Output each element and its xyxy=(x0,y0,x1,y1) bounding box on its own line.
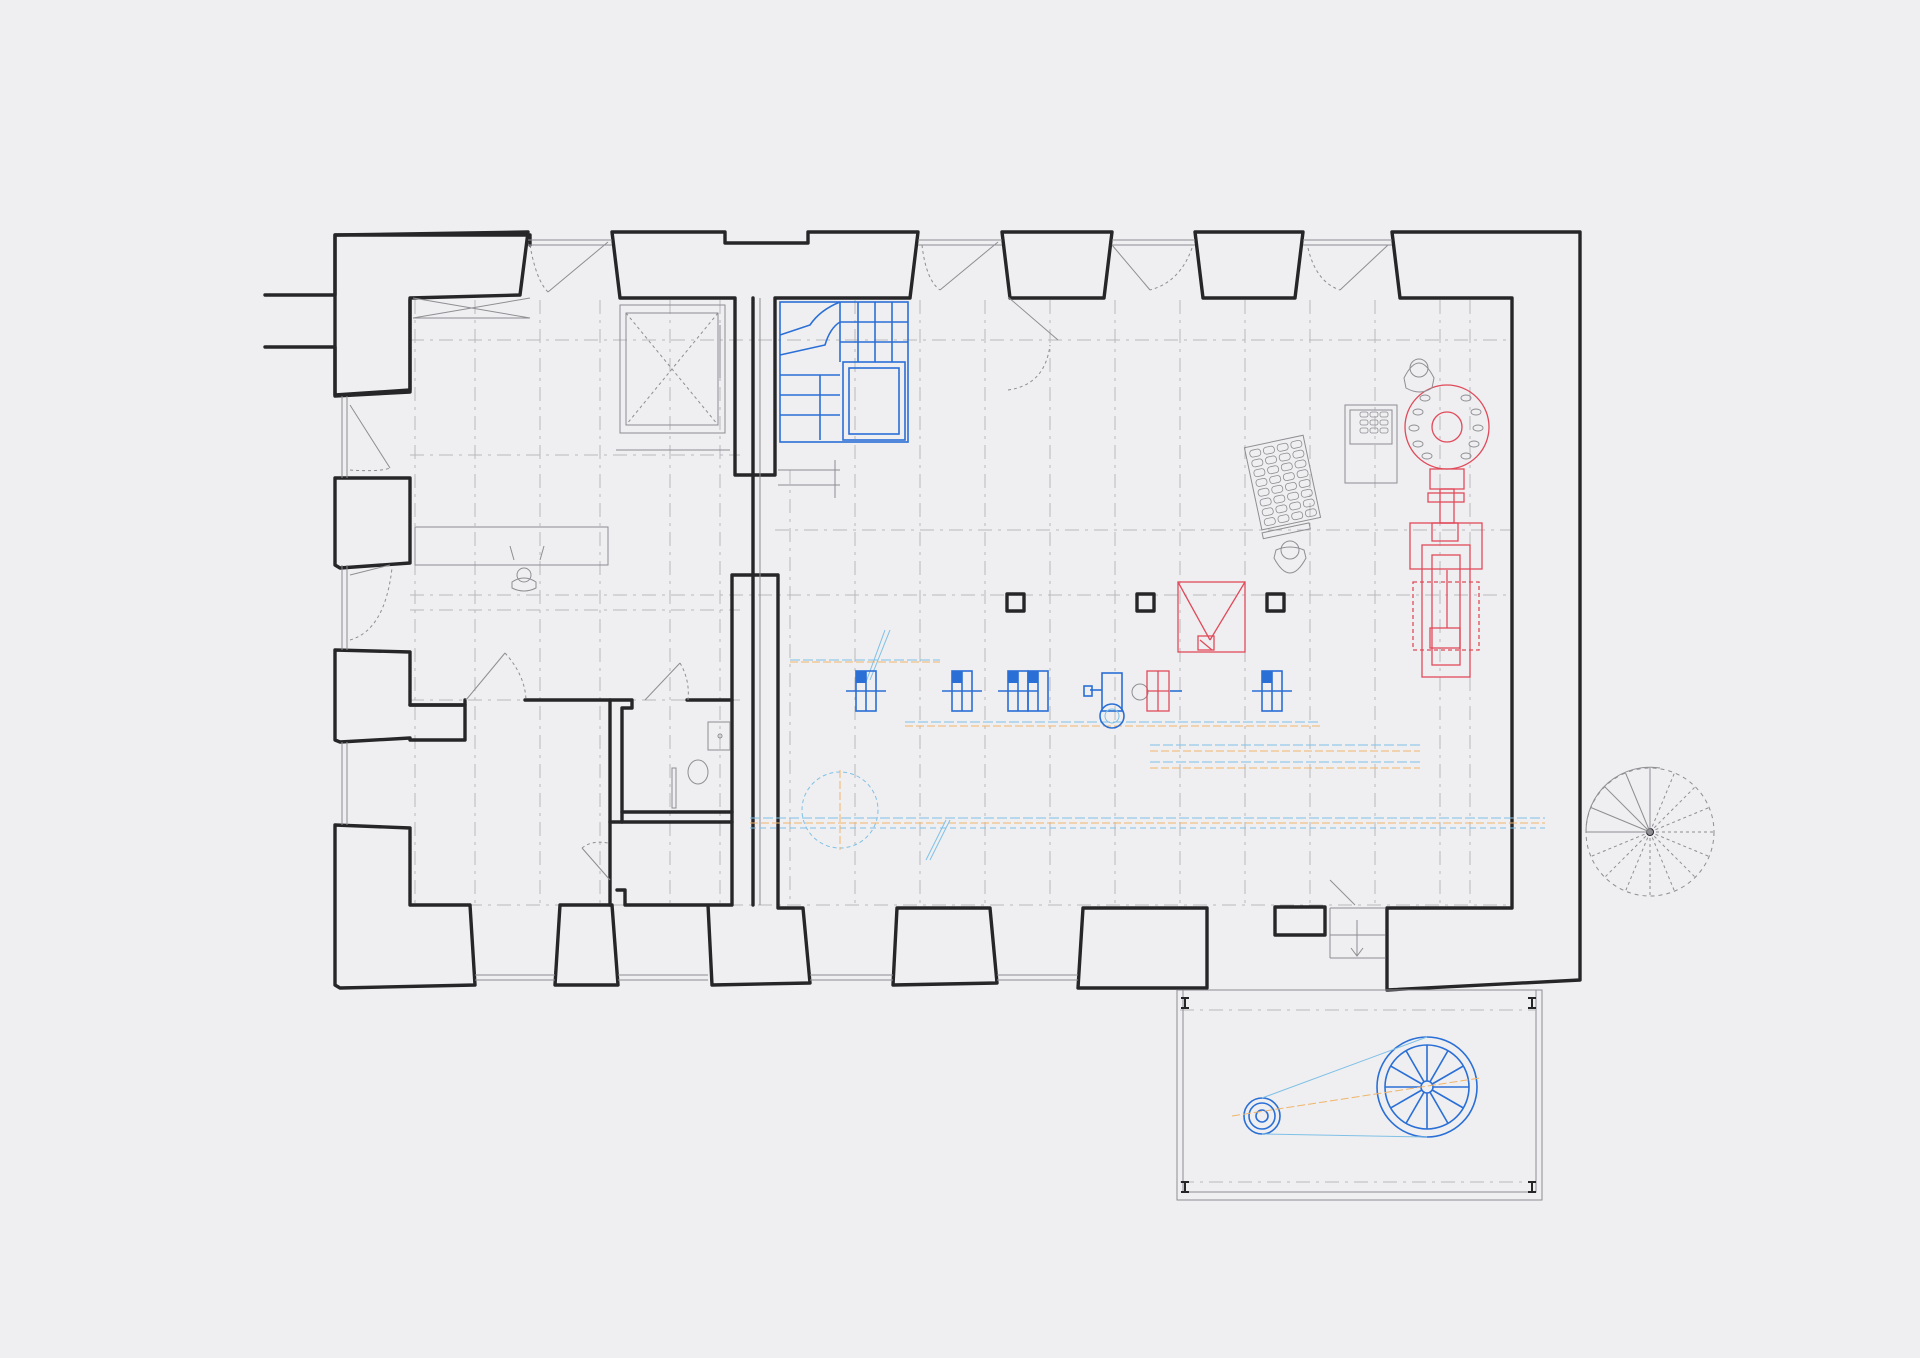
water-wheel xyxy=(1231,1036,1481,1138)
pulley-icon xyxy=(942,670,982,712)
hopper xyxy=(1177,581,1246,653)
pulley-icon xyxy=(1252,670,1292,712)
grain-sacks-pallet xyxy=(1243,434,1322,574)
columns xyxy=(1005,592,1286,613)
exterior-stair xyxy=(1329,879,1385,959)
south-wall xyxy=(475,573,1327,990)
workbench xyxy=(414,526,609,592)
sink-icon xyxy=(707,721,731,751)
west-wall xyxy=(333,396,477,990)
pulley-icon xyxy=(846,670,886,712)
entrance-passage xyxy=(263,233,532,397)
grain-mill-machine xyxy=(1403,358,1490,678)
sack-trolley xyxy=(1344,404,1398,484)
spiral-stair xyxy=(1585,766,1715,897)
pulleys xyxy=(846,670,1292,712)
line-shaft xyxy=(750,629,1545,861)
interior-partitions xyxy=(408,296,1059,907)
staircase xyxy=(778,301,909,498)
north-wall xyxy=(333,230,1582,992)
drive-motor xyxy=(1083,670,1182,729)
elevator xyxy=(616,304,730,451)
terrace xyxy=(1176,989,1543,1201)
toilet-icon xyxy=(687,759,709,785)
pulley-icon xyxy=(998,670,1049,712)
structural-grid xyxy=(410,300,1535,1183)
